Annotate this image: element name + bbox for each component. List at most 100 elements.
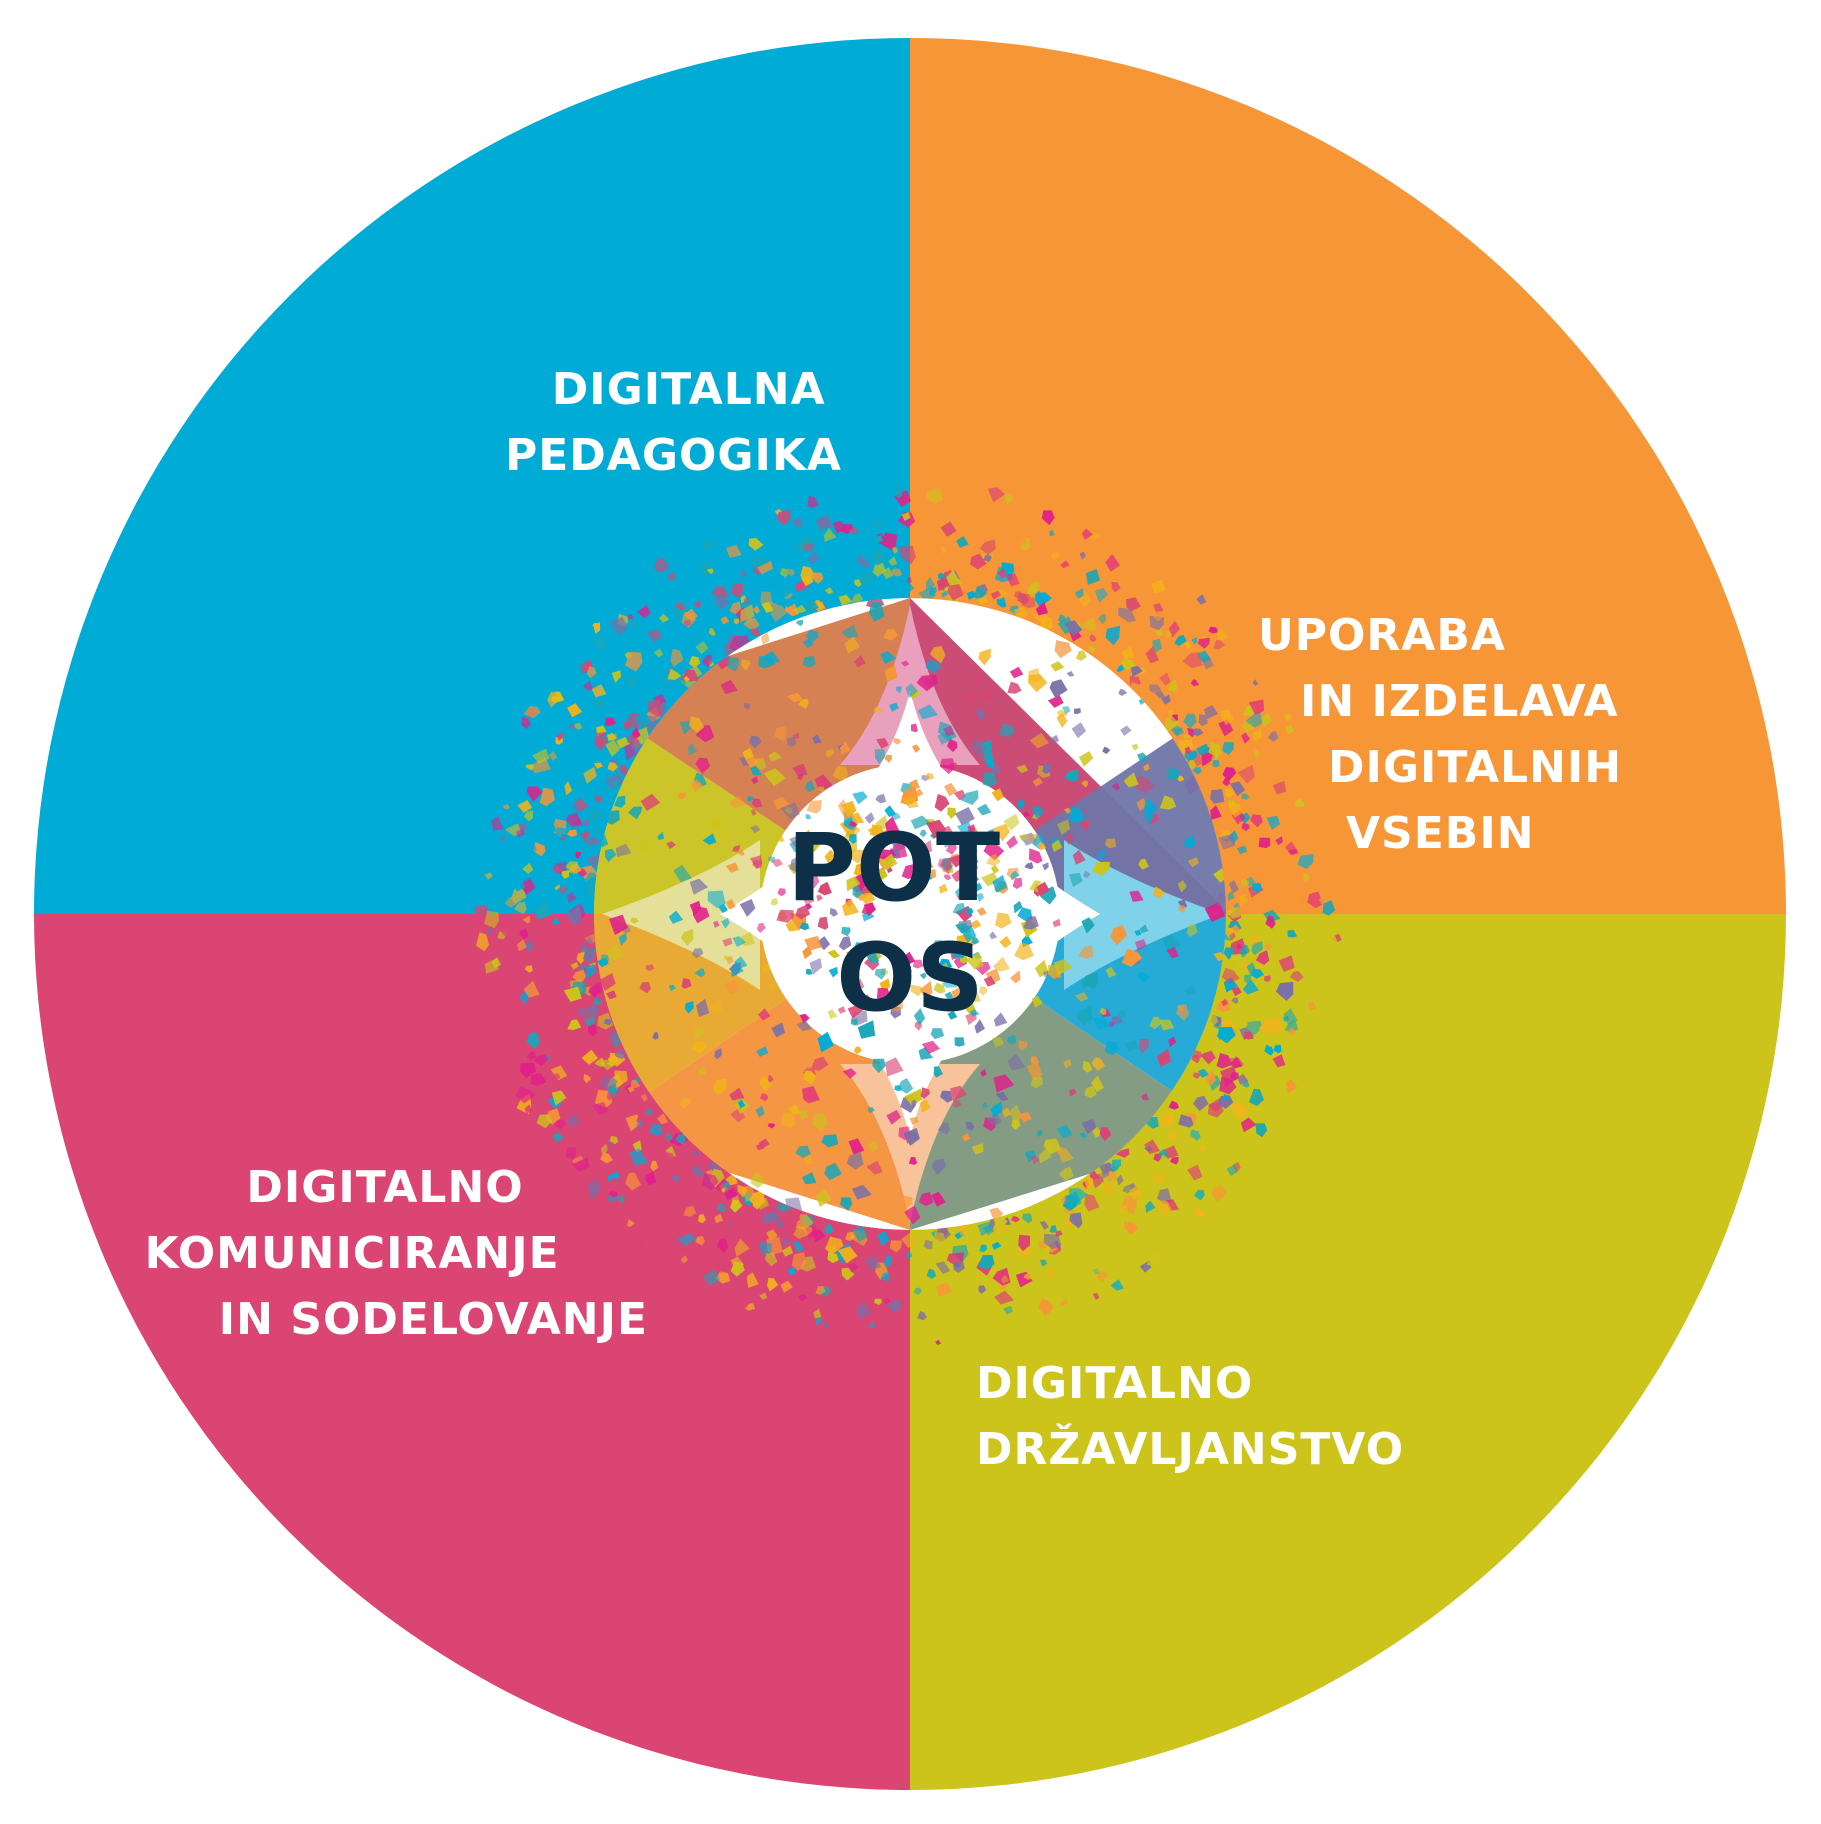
confetti-piece bbox=[827, 1252, 839, 1264]
confetti-piece bbox=[919, 1099, 931, 1113]
confetti-piece bbox=[817, 916, 829, 930]
confetti-piece bbox=[1082, 1060, 1093, 1073]
confetti-piece bbox=[876, 987, 892, 1001]
confetti-piece bbox=[840, 1197, 853, 1211]
confetti-piece bbox=[885, 1255, 892, 1265]
confetti-piece bbox=[979, 986, 988, 996]
confetti-piece bbox=[904, 1205, 921, 1225]
confetti-piece bbox=[764, 1253, 778, 1267]
confetti-piece bbox=[667, 572, 676, 582]
confetti-piece bbox=[1212, 760, 1220, 768]
confetti-piece bbox=[515, 1086, 537, 1104]
confetti-piece bbox=[786, 568, 795, 577]
confetti-piece bbox=[789, 855, 805, 874]
confetti-piece bbox=[1236, 845, 1248, 855]
confetti-piece bbox=[630, 917, 639, 924]
confetti-piece bbox=[930, 1028, 945, 1040]
confetti-piece bbox=[552, 917, 560, 926]
confetti-piece bbox=[1021, 1213, 1033, 1224]
confetti-piece bbox=[935, 1339, 941, 1345]
confetti-piece bbox=[576, 951, 587, 965]
confetti-piece bbox=[1069, 1088, 1077, 1097]
confetti-piece bbox=[796, 1020, 813, 1032]
confetti-piece bbox=[645, 1107, 654, 1115]
confetti-piece bbox=[1057, 819, 1071, 835]
confetti-piece bbox=[941, 979, 958, 988]
confetti-piece bbox=[1192, 728, 1204, 737]
confetti-piece bbox=[750, 628, 762, 637]
confetti-piece bbox=[795, 619, 804, 627]
confetti-piece bbox=[586, 666, 597, 679]
confetti-piece bbox=[983, 555, 992, 563]
confetti-piece bbox=[726, 544, 742, 558]
confetti-piece bbox=[1258, 837, 1271, 849]
confetti-piece bbox=[606, 990, 617, 1000]
confetti-piece bbox=[1226, 1164, 1237, 1177]
confetti-piece bbox=[751, 776, 759, 785]
confetti-piece bbox=[761, 601, 774, 614]
confetti-piece bbox=[971, 882, 983, 894]
confetti-piece bbox=[585, 963, 597, 980]
confetti-piece bbox=[1198, 1145, 1207, 1153]
confetti-piece bbox=[640, 1093, 648, 1102]
confetti-piece bbox=[935, 966, 946, 977]
confetti-piece bbox=[587, 1178, 601, 1200]
confetti-piece bbox=[522, 862, 534, 875]
confetti-piece bbox=[1028, 848, 1043, 864]
confetti-piece bbox=[1176, 1004, 1190, 1022]
confetti-piece bbox=[1223, 947, 1234, 960]
confetti-piece bbox=[613, 1087, 619, 1093]
confetti-piece bbox=[1307, 1001, 1317, 1011]
confetti-piece bbox=[897, 580, 915, 595]
confetti-piece bbox=[966, 952, 984, 970]
confetti-piece bbox=[978, 648, 991, 666]
confetti-piece bbox=[910, 984, 923, 997]
confetti-piece bbox=[911, 1099, 918, 1107]
confetti-piece bbox=[1230, 1103, 1248, 1120]
confetti-piece bbox=[803, 1226, 813, 1236]
confetti-piece bbox=[1101, 1183, 1117, 1196]
confetti-piece bbox=[581, 1049, 599, 1065]
confetti-piece bbox=[1278, 955, 1295, 972]
confetti-piece bbox=[885, 816, 900, 837]
confetti-piece bbox=[729, 635, 751, 654]
confetti-piece bbox=[742, 747, 754, 761]
confetti-piece bbox=[870, 548, 887, 566]
confetti-piece bbox=[1018, 1040, 1028, 1051]
confetti-piece bbox=[1017, 1112, 1033, 1123]
confetti-piece bbox=[802, 1172, 817, 1185]
confetti-piece bbox=[939, 1090, 953, 1103]
confetti-piece bbox=[804, 873, 820, 889]
confetti-piece bbox=[1065, 832, 1075, 845]
confetti-piece bbox=[926, 1268, 937, 1279]
confetti-piece bbox=[583, 1073, 591, 1084]
confetti-piece bbox=[971, 919, 982, 930]
confetti-piece bbox=[618, 932, 627, 946]
confetti-piece bbox=[600, 954, 610, 964]
confetti-piece bbox=[743, 703, 750, 710]
confetti-piece bbox=[962, 852, 973, 864]
confetti-piece bbox=[1242, 979, 1259, 995]
confetti-piece bbox=[852, 1224, 868, 1243]
confetti-piece bbox=[1139, 1038, 1149, 1054]
confetti-piece bbox=[594, 732, 608, 752]
confetti-piece bbox=[1075, 569, 1087, 579]
confetti-piece bbox=[974, 1019, 985, 1034]
confetti-piece bbox=[653, 648, 664, 658]
confetti-piece bbox=[683, 619, 692, 627]
confetti-piece bbox=[800, 891, 815, 906]
confetti-piece bbox=[734, 1238, 750, 1257]
confetti-piece bbox=[720, 679, 738, 695]
confetti-piece bbox=[576, 776, 585, 787]
confetti-piece bbox=[1099, 1007, 1107, 1016]
confetti-piece bbox=[812, 1112, 829, 1132]
confetti-piece bbox=[770, 897, 779, 906]
confetti-piece bbox=[1116, 1174, 1124, 1186]
confetti-piece bbox=[1068, 807, 1084, 823]
confetti-piece bbox=[749, 735, 762, 749]
confetti-piece bbox=[1027, 674, 1048, 693]
confetti-piece bbox=[1050, 552, 1060, 560]
confetti-piece bbox=[991, 788, 1004, 802]
confetti-piece bbox=[1241, 793, 1250, 800]
confetti-piece bbox=[1038, 842, 1047, 851]
